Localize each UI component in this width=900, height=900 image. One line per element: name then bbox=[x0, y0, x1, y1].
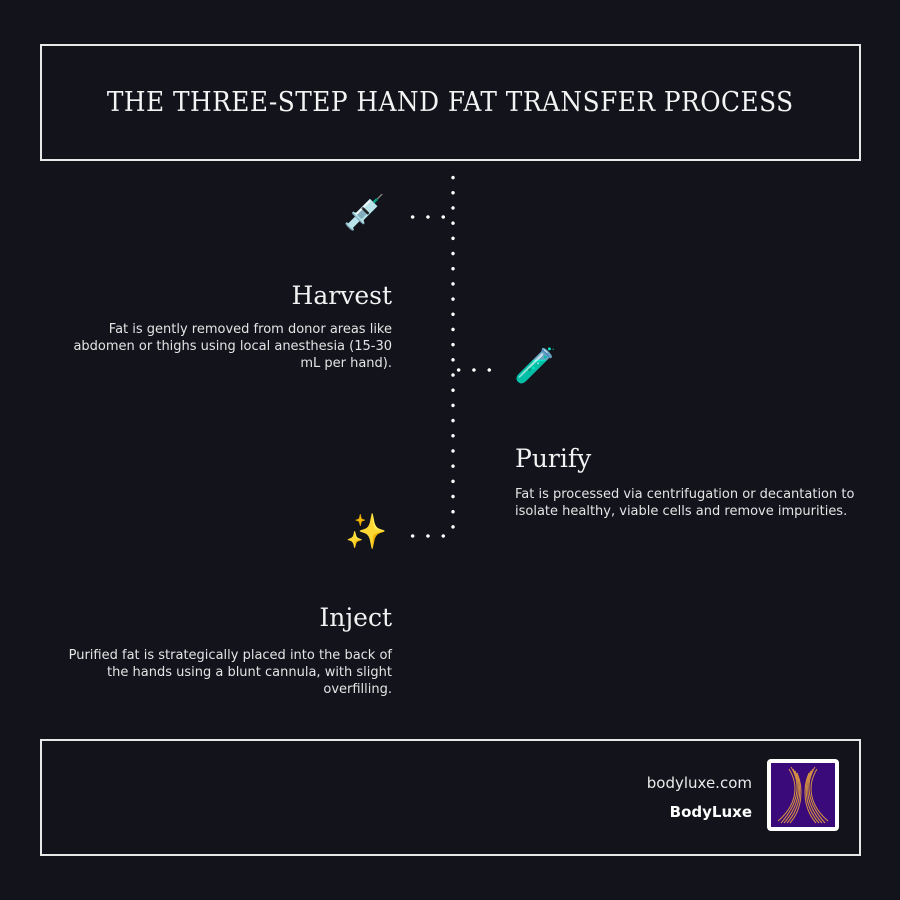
step-desc-harvest: Fat is gently removed from donor areas l… bbox=[73, 322, 392, 371]
step-title-purify: Purify bbox=[515, 444, 592, 473]
sparkles-icon: ✨ bbox=[345, 512, 388, 552]
footer-banner: bodyluxe.com BodyLuxe bbox=[40, 739, 861, 856]
test-tube-icon: 🧪 bbox=[514, 346, 557, 386]
title-banner: THE THREE-STEP HAND FAT TRANSFER PROCESS bbox=[40, 44, 861, 161]
timeline-vertical-dotted-line bbox=[451, 170, 455, 538]
step-title-inject: Inject bbox=[319, 603, 392, 632]
step-desc-purify: Fat is processed via centrifugation or d… bbox=[515, 487, 855, 519]
connector-inject bbox=[405, 534, 455, 538]
page-title: THE THREE-STEP HAND FAT TRANSFER PROCESS bbox=[107, 87, 794, 118]
step-desc-inject: Purified fat is strategically placed int… bbox=[68, 648, 392, 697]
website-link[interactable]: bodyluxe.com bbox=[646, 774, 752, 792]
brand-logo bbox=[767, 759, 839, 831]
connector-purify bbox=[451, 368, 501, 372]
syringe-icon: 💉 bbox=[343, 193, 386, 233]
brand-name: BodyLuxe bbox=[669, 803, 752, 821]
connector-harvest bbox=[405, 215, 455, 219]
wings-logo-icon bbox=[771, 763, 835, 827]
step-title-harvest: Harvest bbox=[291, 281, 392, 310]
